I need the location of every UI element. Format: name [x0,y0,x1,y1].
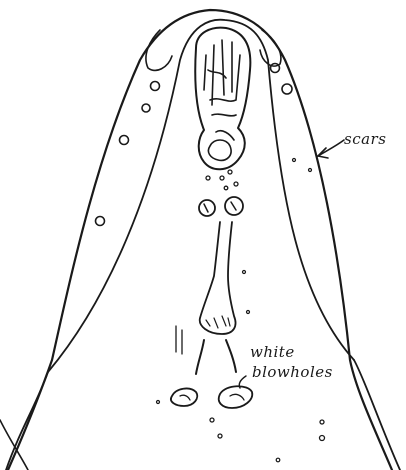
left-top-lobe [146,30,172,70]
inner-head-outline [48,20,354,372]
scar-dot [206,176,210,180]
right-blowhole-line [226,340,236,372]
right-blowhole [219,386,253,408]
scar-dot [282,84,292,94]
scar-dot [234,182,238,186]
left-lower-curve [6,372,48,470]
scar-dot [120,136,129,145]
left-blowhole-line [196,340,204,374]
scar-dot [157,401,160,404]
scars-arrow [318,140,344,156]
stalk-texture [206,316,230,328]
scar-dot [218,434,222,438]
left-blowhole-inner [180,395,190,400]
scar-dot [309,169,312,172]
scar-dot [142,104,150,112]
scar-dot [96,217,105,226]
right-ring-inner [231,202,236,210]
scar-dot [293,159,296,162]
scar-dot [247,311,250,314]
scar-dot [276,458,280,462]
scar-dot [320,420,324,424]
scar-dot [228,170,232,174]
right-top-lobe [260,30,281,66]
outer-head-outline [8,10,392,470]
left-ring [199,200,215,216]
left-blowhole [171,389,197,406]
scar-dot [210,418,214,422]
scar-dot [320,436,325,441]
scar-dot [271,64,280,73]
dome-base-blob [208,140,231,160]
right-blowhole-inner [230,394,244,400]
dome-hatching [204,40,240,140]
left-hatch-mark [176,326,182,354]
left-ring-inner [204,204,208,212]
central-stalk [200,222,236,334]
scar-dot [151,82,160,91]
white-annotation: white [250,344,295,360]
scars-annotation: scars [344,131,386,147]
right-lower-curve [354,360,400,470]
scar-dot [243,271,246,274]
scar-dot [220,176,224,180]
scar-dot [224,186,228,190]
blowholes-annotation: blowholes [252,364,333,380]
